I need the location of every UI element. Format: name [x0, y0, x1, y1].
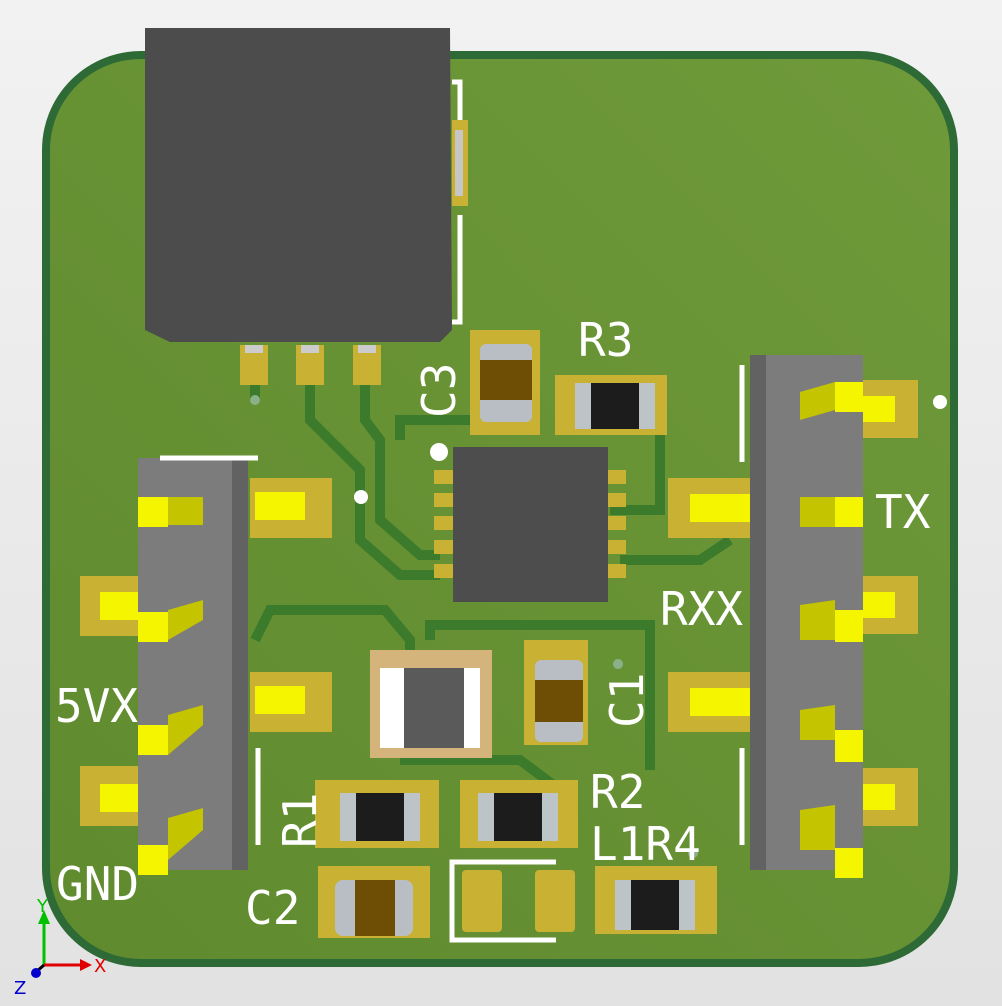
ic-chip	[434, 447, 626, 602]
label-r2: R2	[590, 765, 645, 819]
resistor-r4	[595, 866, 717, 934]
copper-traces	[250, 380, 733, 794]
resistor-r1	[315, 780, 439, 848]
capacitor-c3	[470, 330, 540, 435]
label-r1: R1	[273, 793, 327, 848]
inductor-l	[370, 650, 492, 758]
label-l1r4: L1R4	[590, 817, 701, 871]
label-c1: C1	[600, 673, 654, 728]
axis-x-label: X	[94, 956, 106, 977]
vias	[250, 395, 947, 858]
resistor-r2	[460, 780, 578, 848]
label-gnd: GND	[56, 857, 139, 911]
label-c3: C3	[412, 363, 466, 418]
capacitor-c2	[318, 866, 430, 938]
left-pin-header	[80, 455, 332, 875]
right-pin-header	[668, 355, 918, 878]
axis-gizmo: Y X Z	[14, 896, 106, 999]
axis-z-label: Z	[14, 978, 26, 999]
label-tx: TX	[875, 485, 931, 539]
footprint-l1	[449, 859, 575, 943]
resistor-r3	[555, 375, 667, 435]
label-rx: RXX	[660, 582, 743, 636]
label-r3: R3	[578, 313, 633, 367]
label-c2: C2	[245, 881, 300, 935]
label-5v: 5VX	[55, 679, 138, 733]
axis-y-label: Y	[36, 896, 49, 917]
top-connector	[145, 28, 468, 385]
capacitor-c1	[524, 640, 588, 745]
